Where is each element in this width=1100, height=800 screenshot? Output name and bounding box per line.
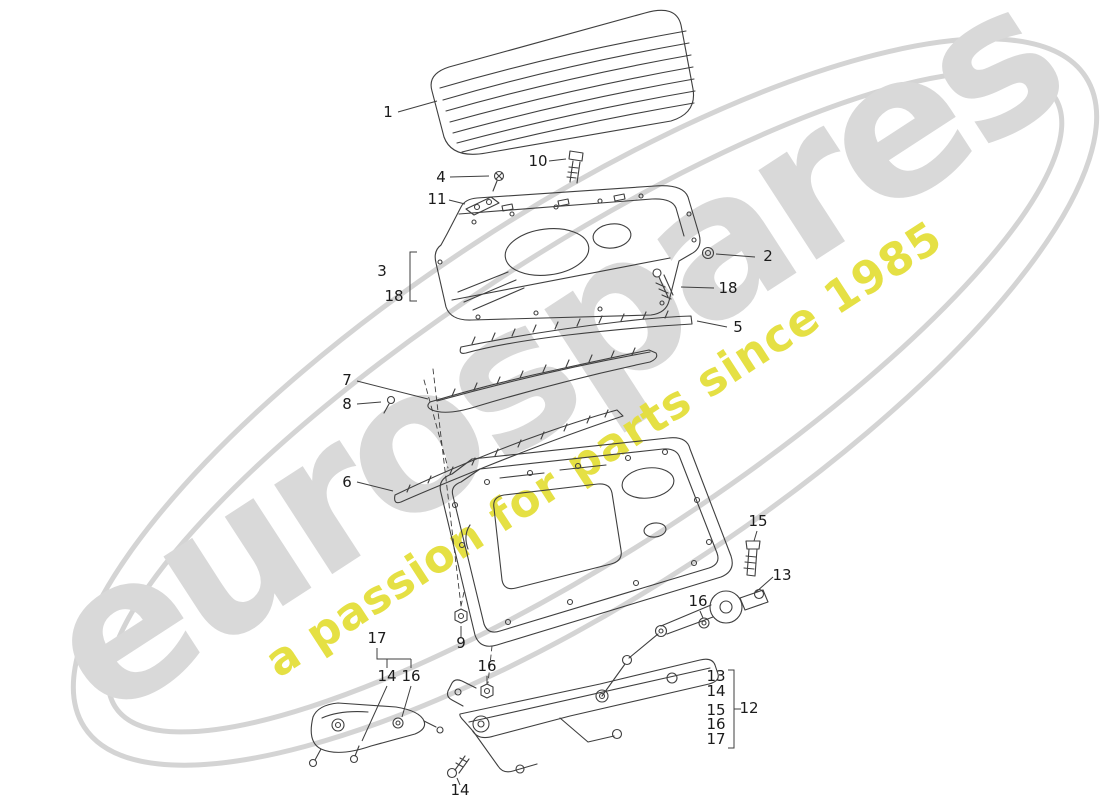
lid-bolt-holes <box>451 448 713 626</box>
bolt-part-10 <box>566 150 584 184</box>
callout-17-tree <box>361 648 412 742</box>
screw-part-18 <box>652 268 674 300</box>
callout-4: 4 <box>436 168 446 186</box>
leader-lines <box>356 100 774 786</box>
bracket-part-17 <box>308 702 444 768</box>
assembly-guide-lines <box>423 368 493 684</box>
callout-13: 13 <box>772 566 791 584</box>
trim-molding-part-7 <box>427 347 658 413</box>
callout-2: 2 <box>763 247 773 265</box>
callout-8: 8 <box>342 395 352 413</box>
trim-strip-part-6 <box>394 409 624 504</box>
callout-6: 6 <box>342 473 352 491</box>
strip5-ticks <box>471 310 669 345</box>
bracket-group-12 <box>728 669 741 749</box>
callout-3: 3 <box>377 262 387 280</box>
nut-part-16-center <box>480 683 494 699</box>
wiper-motor-part-13 <box>654 588 769 638</box>
lid-small-oval <box>643 522 667 538</box>
frame-outline <box>434 185 701 321</box>
bracket-outline <box>310 702 426 753</box>
lid-seams <box>465 464 607 550</box>
lid-center-cutout <box>493 483 622 590</box>
grille-frame-part-3 <box>434 185 701 321</box>
frame-clips <box>501 193 626 212</box>
wiper-linkage-part-12 <box>446 633 719 774</box>
callout-18-right: 18 <box>718 279 737 297</box>
grommet-part-2 <box>701 246 715 260</box>
nut-part-9 <box>454 608 468 624</box>
bracket-3-18 <box>409 251 417 302</box>
frame-side-opening <box>592 223 632 249</box>
callout-10: 10 <box>528 152 547 170</box>
rear-lid-panel <box>439 437 733 647</box>
callout-group12-row-14: 14 <box>706 682 725 700</box>
callout-15: 15 <box>748 512 767 530</box>
callout-group12-row-15: 15 <box>706 701 725 719</box>
callout-group12-row-16: 16 <box>706 715 725 733</box>
callout-17: 17 <box>367 629 386 647</box>
callout-18-left: 18 <box>384 287 403 305</box>
callout-7: 7 <box>342 371 352 389</box>
callout-11: 11 <box>427 190 446 208</box>
frame-hatching <box>457 271 525 311</box>
callout-1: 1 <box>383 103 393 121</box>
callout-group12-row-17: 17 <box>706 730 725 748</box>
molding-ticks <box>451 347 636 397</box>
frame-inner-edges <box>451 198 685 301</box>
callout-16-bracket: 16 <box>401 667 420 685</box>
callout-layer: 1 10 4 11 2 3 18 18 5 7 8 6 9 15 13 16 1… <box>342 100 792 799</box>
screw-part-14 <box>446 755 470 779</box>
frame-center-opening <box>504 228 590 276</box>
grille-slats <box>439 30 696 153</box>
callout-14-bottom: 14 <box>450 781 469 799</box>
callout-16-motor: 16 <box>688 592 707 610</box>
lid-oval-cutout <box>621 467 675 499</box>
lid-inner-outline <box>451 448 719 633</box>
linkage-arms <box>446 633 659 773</box>
frame-screw-holes <box>437 193 697 320</box>
callout-9: 9 <box>456 634 466 652</box>
trim-strip-part-5 <box>459 310 693 354</box>
screw-part-8 <box>383 395 396 414</box>
linkage-rail <box>459 658 719 739</box>
parts-layer <box>308 9 769 779</box>
rear-grille-part-1 <box>430 9 696 155</box>
lid-outline <box>439 437 733 647</box>
callout-group12-row-13: 13 <box>706 667 725 685</box>
callout-14-bracket: 14 <box>377 667 396 685</box>
callout-5: 5 <box>733 318 743 336</box>
strip6-ticks <box>406 409 609 493</box>
bolt-part-15 <box>743 540 761 577</box>
callout-16-center: 16 <box>477 657 496 675</box>
callout-12: 12 <box>739 699 758 717</box>
grommet-part-16 <box>698 617 710 629</box>
grille-outline <box>430 9 695 155</box>
screw-part-4 <box>492 170 505 192</box>
